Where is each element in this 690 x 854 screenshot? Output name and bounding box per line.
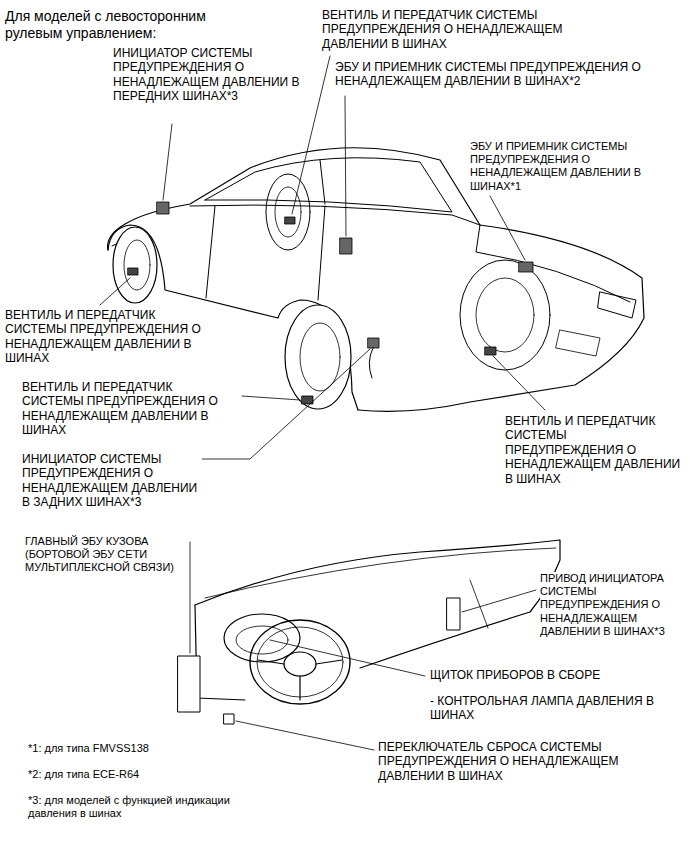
receiver-ecu [340,238,352,254]
part-label: ЭБУ И ПРИЕМНИК СИСТЕМЫ ПРЕДУПРЕЖДЕНИЯ О … [470,140,670,193]
receiver-ecu [519,262,533,272]
initiator-cable [369,348,373,378]
side-windows [205,158,452,212]
wheel-far-rear [460,260,550,370]
leader-line [100,278,130,305]
leader-line [242,396,300,400]
leader-line [462,590,536,612]
door-line [206,206,215,298]
body-ecu [178,656,200,712]
leader-line [163,124,172,200]
part-label: ВЕНТИЛЬ И ПЕРЕДАТЧИК СИСТЕМЫ ПРЕДУПРЕЖДЕ… [22,380,237,438]
wheel-far-front [266,174,310,250]
leader-line [490,196,525,260]
footnote: *3: для моделей с функцией индикации дав… [28,794,278,820]
wheel-near-rear [285,305,351,409]
tail-light [598,292,636,318]
initiator-driver [447,598,460,630]
part-label: ВЕНТИЛЬ И ПЕРЕДАТЧИК СИСТЕМЫ ПРЕДУПРЕЖДЕ… [322,8,567,51]
dashboard-edge [205,548,556,598]
part-label: ПРИВОД ИНИЦИАТОРА СИСТЕМЫ ПРЕДУПРЕЖДЕНИЯ… [540,572,680,638]
wheel-near-rear-rim [300,323,340,391]
part-label: ИНИЦИАТОР СИСТЕМЫ ПРЕДУПРЕЖДЕНИЯ О НЕНАД… [22,452,202,510]
dashboard-outline [195,540,560,668]
footnote: *2: для типа ECE-R64 [28,768,328,781]
belt-line [190,205,480,225]
window-pillar [320,160,325,204]
part-label: ВЕНТИЛЬ И ПЕРЕДАТЧИК СИСТЕМЫ ПРЕДУПРЕЖДЕ… [505,414,683,486]
part-label: ЭБУ И ПРИЕМНИК СИСТЕМЫ ПРЕДУПРЕЖДЕНИЯ О … [335,60,675,89]
part-label: ИНИЦИАТОР СИСТЕМЫ ПРЕДУПРЕЖДЕНИЯ О НЕНАД… [113,46,313,104]
steering-wheel [250,620,350,704]
diagram-title: Для моделей с левосторонним рулевым упра… [5,8,265,42]
trunk-lid [476,225,630,302]
leader-line [493,356,545,410]
valve-transmitter [128,268,138,275]
part-label: ЩИТОК ПРИБОРОВ В СБОРЕ [430,668,670,682]
reset-switch [224,714,234,724]
part-label: ВЕНТИЛЬ И ПЕРЕДАТЧИК СИСТЕМЫ ПРЕДУПРЕЖДЕ… [5,308,205,366]
leader-line [345,96,346,236]
part-label: ГЛАВНЫЙ ЭБУ КУЗОВА (БОРТОВОЙ ЭБУ СЕТИ МУ… [25,535,185,575]
steering-hub [284,652,316,676]
part-label: ПЕРЕКЛЮЧАТЕЛЬ СБРОСА СИСТЕМЫ ПРЕДУПРЕЖДЕ… [378,740,678,783]
valve-transmitter [485,347,496,355]
licence-plate [556,330,600,356]
initiator [157,202,169,214]
wheel-near-front-rim [124,240,150,290]
meter-cluster-face [236,626,288,654]
part-label: - КОНТРОЛЬНАЯ ЛАМПА ДАВЛЕНИЯ В ШИНАХ [430,694,660,723]
door-line [318,206,325,300]
wheel-near-front [113,227,157,303]
initiator [368,338,379,348]
steering-spokes [258,660,342,700]
center-stack [470,580,488,628]
wheel-far-rear-rim [476,278,534,352]
valve-transmitter [285,217,295,224]
leader-line [190,542,191,653]
leader-line [270,640,425,676]
footnote: *1: для типа FMVSS138 [28,742,328,755]
